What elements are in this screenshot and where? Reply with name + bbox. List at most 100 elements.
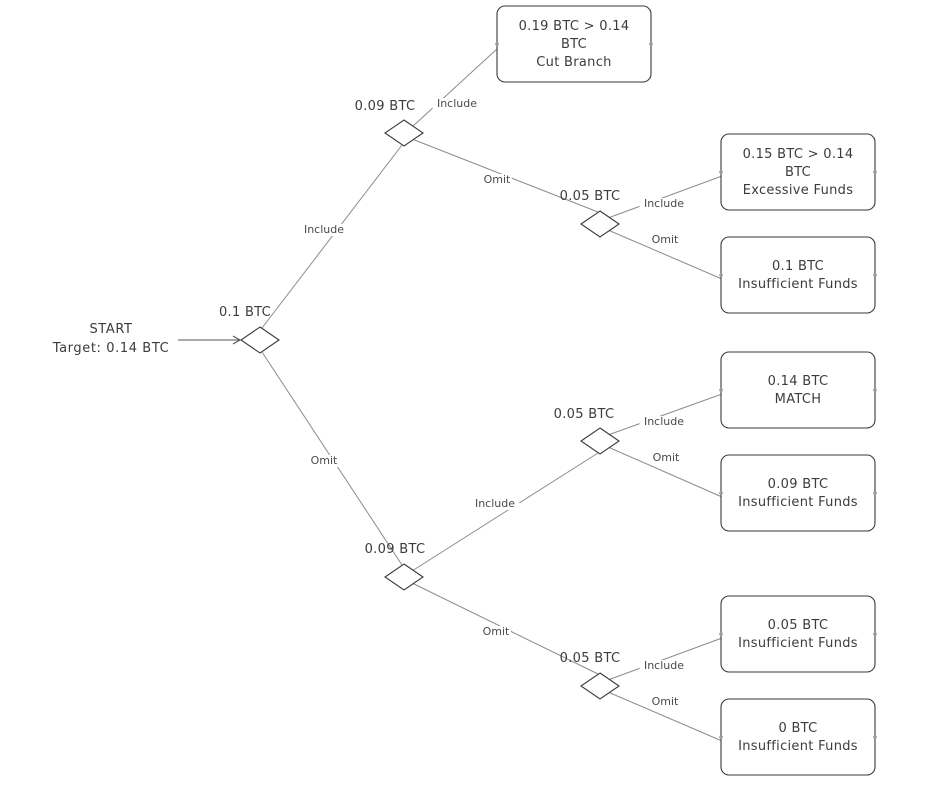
decision-label: 0.09 BTC bbox=[355, 99, 416, 114]
start-node: START Target: 0.14 BTC bbox=[52, 322, 170, 356]
edge-label-include: Include bbox=[644, 415, 684, 428]
edge-label-bg bbox=[650, 234, 680, 246]
port-left bbox=[719, 388, 723, 392]
decision-label: 0.05 BTC bbox=[560, 189, 621, 204]
outcome-box: 0 BTC Insufficient Funds bbox=[719, 698, 877, 776]
edge-d6-o6 bbox=[607, 637, 723, 681]
decision-node: 0.05 BTC bbox=[560, 651, 621, 700]
outcome-text-line: Cut Branch bbox=[536, 55, 611, 70]
outcome-text-line: 0.19 BTC > 0.14 bbox=[519, 19, 630, 34]
decision-node: 0.09 BTC bbox=[355, 99, 424, 147]
outcome-text-line: Insufficient Funds bbox=[738, 636, 858, 651]
outcome-text-line: 0 BTC bbox=[778, 721, 817, 736]
edge-label-omit: Omit bbox=[484, 173, 511, 186]
edge-label-omit: Omit bbox=[652, 695, 679, 708]
decision-diamond bbox=[580, 210, 620, 238]
edge-label-omit: Omit bbox=[652, 233, 679, 246]
outcome-text-line: MATCH bbox=[775, 392, 822, 407]
edge-label-omit: Omit bbox=[311, 454, 338, 467]
outcome-box-frame bbox=[720, 351, 876, 429]
port-right bbox=[873, 170, 877, 174]
edge-d5-o5 bbox=[607, 446, 723, 498]
edge-label-include: Include bbox=[304, 223, 344, 236]
start-arrowhead bbox=[232, 335, 242, 345]
port-left bbox=[719, 170, 723, 174]
decision-node: 0.09 BTC bbox=[365, 542, 426, 591]
edge-label-include: Include bbox=[644, 197, 684, 210]
outcome-text-line: BTC bbox=[785, 165, 811, 180]
port-right bbox=[649, 42, 653, 46]
edge-label-include: Include bbox=[644, 659, 684, 672]
outcome-text-line: Insufficient Funds bbox=[738, 495, 858, 510]
edge-label-bg bbox=[639, 660, 689, 672]
outcome-text-line: 0.1 BTC bbox=[772, 259, 824, 274]
edge-d1-d2 bbox=[261, 144, 403, 329]
edge-d5-o4 bbox=[607, 393, 723, 436]
outcome-box-frame bbox=[720, 595, 876, 673]
port-right bbox=[873, 491, 877, 495]
edge-label-bg bbox=[651, 452, 681, 464]
edge-d3-o3 bbox=[607, 229, 723, 280]
decision-node: 0.1 BTC bbox=[219, 305, 280, 354]
edge-label-bg bbox=[481, 626, 511, 638]
edge-label-bg bbox=[432, 98, 482, 110]
edge-d3-o2 bbox=[607, 175, 723, 219]
port-right bbox=[873, 388, 877, 392]
decision-diamond bbox=[240, 326, 280, 354]
edge-label-bg bbox=[470, 498, 520, 510]
decision-label: 0.09 BTC bbox=[365, 542, 426, 557]
outcome-text-line: 0.05 BTC bbox=[768, 618, 829, 633]
outcome-box: 0.14 BTC MATCH bbox=[719, 351, 877, 429]
edge-label-bg bbox=[650, 696, 680, 708]
outcome-box-frame bbox=[720, 236, 876, 314]
outcome-text-line: 0.15 BTC > 0.14 bbox=[743, 147, 854, 162]
edge-d6-o7 bbox=[607, 691, 723, 742]
port-left bbox=[719, 273, 723, 277]
outcome-text-line: Excessive Funds bbox=[743, 183, 854, 198]
outcome-box: 0.09 BTC Insufficient Funds bbox=[719, 454, 877, 532]
outcome-text-line: BTC bbox=[561, 37, 587, 52]
edge-label-omit: Omit bbox=[653, 451, 680, 464]
edge-label-bg bbox=[309, 455, 339, 467]
decision-diamond bbox=[580, 427, 620, 455]
edge-label-omit: Omit bbox=[483, 625, 510, 638]
port-left bbox=[719, 735, 723, 739]
decision-diamond bbox=[384, 563, 424, 591]
edge-label-include: Include bbox=[475, 497, 515, 510]
port-left bbox=[495, 42, 499, 46]
outcome-box: 0.05 BTC Insufficient Funds bbox=[719, 595, 877, 673]
start-target: Target: 0.14 BTC bbox=[52, 341, 170, 356]
edge-label-bg bbox=[299, 224, 349, 236]
outcome-text-line: Insufficient Funds bbox=[738, 739, 858, 754]
decision-label: 0.05 BTC bbox=[560, 651, 621, 666]
port-right bbox=[873, 273, 877, 277]
port-right bbox=[873, 735, 877, 739]
edge-label-bg bbox=[639, 416, 689, 428]
outcome-text-line: 0.14 BTC bbox=[768, 374, 829, 389]
outcome-box-frame bbox=[720, 454, 876, 532]
edge-label-bg bbox=[482, 174, 512, 186]
port-right bbox=[873, 632, 877, 636]
decision-node: 0.05 BTC bbox=[554, 407, 620, 455]
edge-label-include: Include bbox=[437, 97, 477, 110]
decision-diamond bbox=[580, 672, 620, 700]
port-left bbox=[719, 491, 723, 495]
decision-diamond bbox=[384, 119, 424, 147]
outcome-box: 0.1 BTC Insufficient Funds bbox=[719, 236, 877, 314]
decision-node: 0.05 BTC bbox=[560, 189, 621, 238]
outcome-text-line: 0.09 BTC bbox=[768, 477, 829, 492]
edge-labels-layer: IncludeOmitIncludeOmitIncludeOmitInclude… bbox=[299, 97, 689, 708]
edge-d2-o1 bbox=[411, 47, 499, 128]
outcome-box-frame bbox=[720, 698, 876, 776]
decision-label: 0.1 BTC bbox=[219, 305, 271, 320]
edges-layer bbox=[178, 47, 723, 742]
edge-label-bg bbox=[639, 198, 689, 210]
port-left bbox=[719, 632, 723, 636]
decision-label: 0.05 BTC bbox=[554, 407, 615, 422]
edge-d4-d5 bbox=[411, 452, 599, 572]
outcome-text-line: Insufficient Funds bbox=[738, 277, 858, 292]
